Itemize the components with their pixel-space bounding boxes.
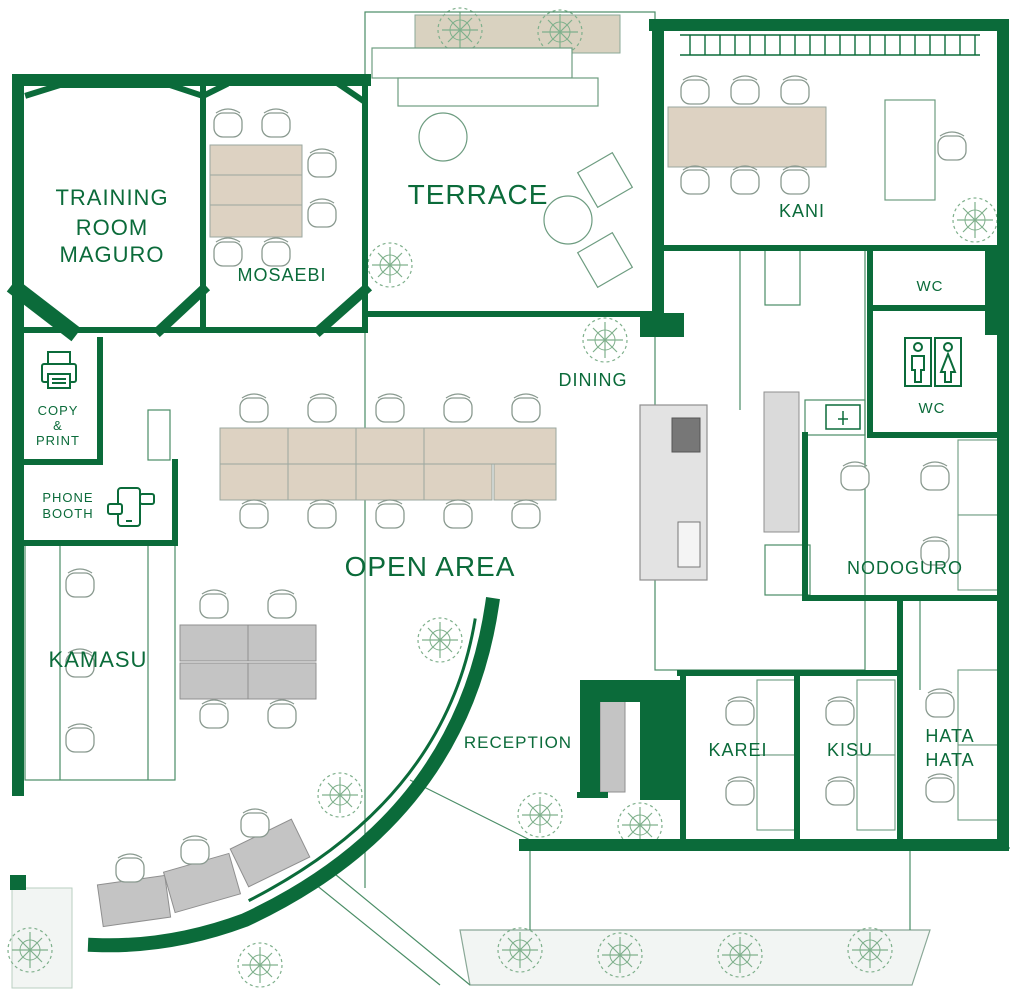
wall-blocks — [10, 250, 1005, 890]
label-kamasu: KAMASU — [49, 647, 148, 672]
label-phone-2: BOOTH — [42, 506, 93, 521]
label-training-3: MAGURO — [60, 242, 165, 267]
label-nodoguro: NODOGURO — [847, 558, 963, 578]
reception-desk — [599, 699, 626, 793]
label-karei: KAREI — [708, 740, 767, 760]
label-kani: KANI — [779, 201, 825, 221]
label-copy-3: PRINT — [36, 433, 80, 448]
label-kisu: KISU — [827, 740, 873, 760]
label-copy-2: & — [53, 418, 63, 433]
walls — [6, 19, 1009, 953]
label-reception: RECEPTION — [464, 733, 572, 752]
label-copy-1: COPY — [38, 403, 79, 418]
label-hatahata-1: HATA — [925, 726, 974, 746]
label-terrace: TERRACE — [408, 179, 549, 210]
label-training-2: ROOM — [76, 215, 148, 240]
phone-booth-icon — [107, 487, 155, 527]
label-hatahata-2: HATA — [925, 750, 974, 770]
tables — [96, 47, 999, 928]
room-labels: TRAINING ROOM MAGURO MOSAEBI TERRACE KAN… — [36, 179, 974, 770]
label-wc-top: WC — [917, 278, 944, 295]
label-wc-mid: WC — [919, 400, 946, 417]
label-mosaebi: MOSAEBI — [237, 265, 326, 285]
label-dining: DINING — [559, 370, 628, 390]
restroom-icon — [904, 337, 962, 387]
sink-icon — [825, 404, 861, 430]
label-open-area: OPEN AREA — [345, 551, 516, 582]
window-louvers — [680, 34, 980, 56]
printer-icon — [41, 351, 77, 389]
label-training-1: TRAINING — [55, 185, 168, 210]
label-phone-1: PHONE — [42, 490, 93, 505]
